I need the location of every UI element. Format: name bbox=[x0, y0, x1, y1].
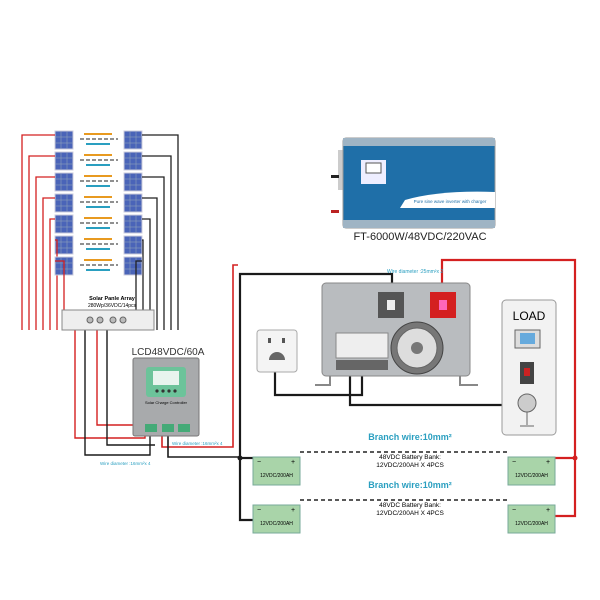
svg-text:−: − bbox=[512, 459, 516, 466]
branch-note bbox=[86, 164, 110, 166]
panel-negative-wire bbox=[142, 155, 172, 330]
battery: − +12VDC/200AH bbox=[252, 504, 301, 534]
branch-note bbox=[86, 185, 110, 187]
bank-1-line1: 48VDC Battery Bank: bbox=[379, 454, 441, 461]
wiring bbox=[74, 258, 578, 522]
panel-positive-wire bbox=[55, 260, 65, 330]
positive-main-wire bbox=[440, 258, 577, 518]
battery-label: 12VDC/200AH bbox=[260, 473, 293, 479]
panel-positive-wire bbox=[21, 134, 55, 330]
branch-wire-label-2: Branch wire:10mm² bbox=[368, 480, 452, 490]
battery: − +12VDC/200AH bbox=[507, 504, 556, 534]
battery-label: 12VDC/200AH bbox=[515, 521, 548, 527]
controller-out-positive bbox=[161, 264, 238, 448]
panel-negative-wire bbox=[142, 197, 158, 330]
inverter-model: FT-6000W/48VDC/220VAC bbox=[353, 231, 486, 243]
svg-text:+: + bbox=[291, 459, 295, 466]
solar-panel bbox=[123, 151, 143, 171]
panel-positive-wire bbox=[42, 197, 55, 330]
controller-out-wire-label: Wire diameter :16mm²x 4 bbox=[172, 441, 223, 446]
negative-main-wire bbox=[238, 272, 394, 522]
bank-2-line2: 12VDC/200AH X 4PCS bbox=[376, 510, 444, 517]
charge-controller bbox=[132, 357, 200, 437]
panel-negative-wire bbox=[142, 239, 144, 330]
inverter-rear bbox=[315, 282, 478, 386]
solar-panel bbox=[54, 235, 74, 255]
load-label: LOAD bbox=[513, 309, 546, 323]
solar-panel bbox=[123, 193, 143, 213]
solar-panel bbox=[54, 214, 74, 234]
controller-in-negative bbox=[84, 330, 151, 456]
controller-in-wire-label: Wire diameter :16mm²x 4 bbox=[100, 461, 151, 466]
svg-text:−: − bbox=[257, 459, 261, 466]
panel-negative-wire bbox=[142, 176, 165, 330]
solar-panel bbox=[123, 130, 143, 150]
branch-wire-label-1: Branch wire:10mm² bbox=[368, 432, 452, 442]
inverter-banner: Pure sine wave inverter with charger bbox=[414, 199, 487, 204]
panel-negative-wire bbox=[135, 260, 142, 330]
svg-text:+: + bbox=[546, 507, 550, 514]
solar-panel bbox=[54, 130, 74, 150]
solar-panel bbox=[54, 193, 74, 213]
svg-text:−: − bbox=[512, 507, 516, 514]
battery-label: 12VDC/200AH bbox=[515, 473, 548, 479]
ac-outlet bbox=[256, 329, 298, 373]
array-spec: 280Wp/36VDC/14pcs bbox=[88, 303, 137, 309]
solar-panel bbox=[54, 172, 74, 192]
controller-label: Solar Charge Controller bbox=[145, 400, 188, 405]
solar-panel bbox=[123, 235, 143, 255]
branch-note bbox=[86, 248, 110, 250]
controller-out-negative bbox=[167, 430, 240, 458]
panel-negative-wire bbox=[142, 134, 179, 330]
branch-note bbox=[86, 227, 110, 229]
panel-positive-wire bbox=[28, 155, 55, 330]
bank-1-line2: 12VDC/200AH X 4PCS bbox=[376, 462, 444, 469]
battery-label: 12VDC/200AH bbox=[260, 521, 293, 527]
solar-panel bbox=[123, 214, 143, 234]
panel-positive-wire bbox=[35, 176, 55, 330]
series-note bbox=[84, 217, 112, 219]
panel-positive-wire bbox=[49, 218, 55, 330]
battery-banks: −+12VDC/200AH−+12VDC/200AH−+12VDC/200AH−… bbox=[252, 451, 556, 534]
battery: − +12VDC/200AH bbox=[507, 456, 556, 486]
branch-note bbox=[86, 269, 110, 271]
array-title: Solar Panle Array bbox=[89, 296, 136, 302]
negative-outlet-wire bbox=[273, 365, 364, 397]
series-note bbox=[84, 238, 112, 240]
controller-in-negative-2 bbox=[106, 330, 155, 446]
svg-text:−: − bbox=[257, 507, 261, 514]
load-box bbox=[501, 299, 557, 436]
series-note bbox=[84, 259, 112, 261]
solar-panel-array bbox=[21, 130, 179, 330]
solar-panel bbox=[123, 172, 143, 192]
combiner-box bbox=[61, 309, 155, 331]
series-note bbox=[84, 133, 112, 135]
controller-in-positive-2 bbox=[96, 330, 140, 426]
series-note bbox=[84, 175, 112, 177]
solar-panel bbox=[54, 151, 74, 171]
panel-negative-wire bbox=[142, 218, 151, 330]
series-note bbox=[84, 154, 112, 156]
branch-note bbox=[86, 206, 110, 208]
inverter-front bbox=[331, 137, 496, 229]
battery: − +12VDC/200AH bbox=[252, 456, 301, 486]
svg-text:+: + bbox=[546, 459, 550, 466]
series-note bbox=[84, 196, 112, 198]
bank-2-line1: 48VDC Battery Bank: bbox=[379, 502, 441, 509]
controller-model: LCD48VDC/60A bbox=[132, 347, 205, 358]
panel-positive-wire bbox=[55, 239, 58, 330]
svg-text:+: + bbox=[291, 507, 295, 514]
inverter-wire-label: Wire diameter :25mm²x 2 bbox=[387, 269, 443, 275]
branch-note bbox=[86, 143, 110, 145]
solar-panel bbox=[123, 256, 143, 276]
